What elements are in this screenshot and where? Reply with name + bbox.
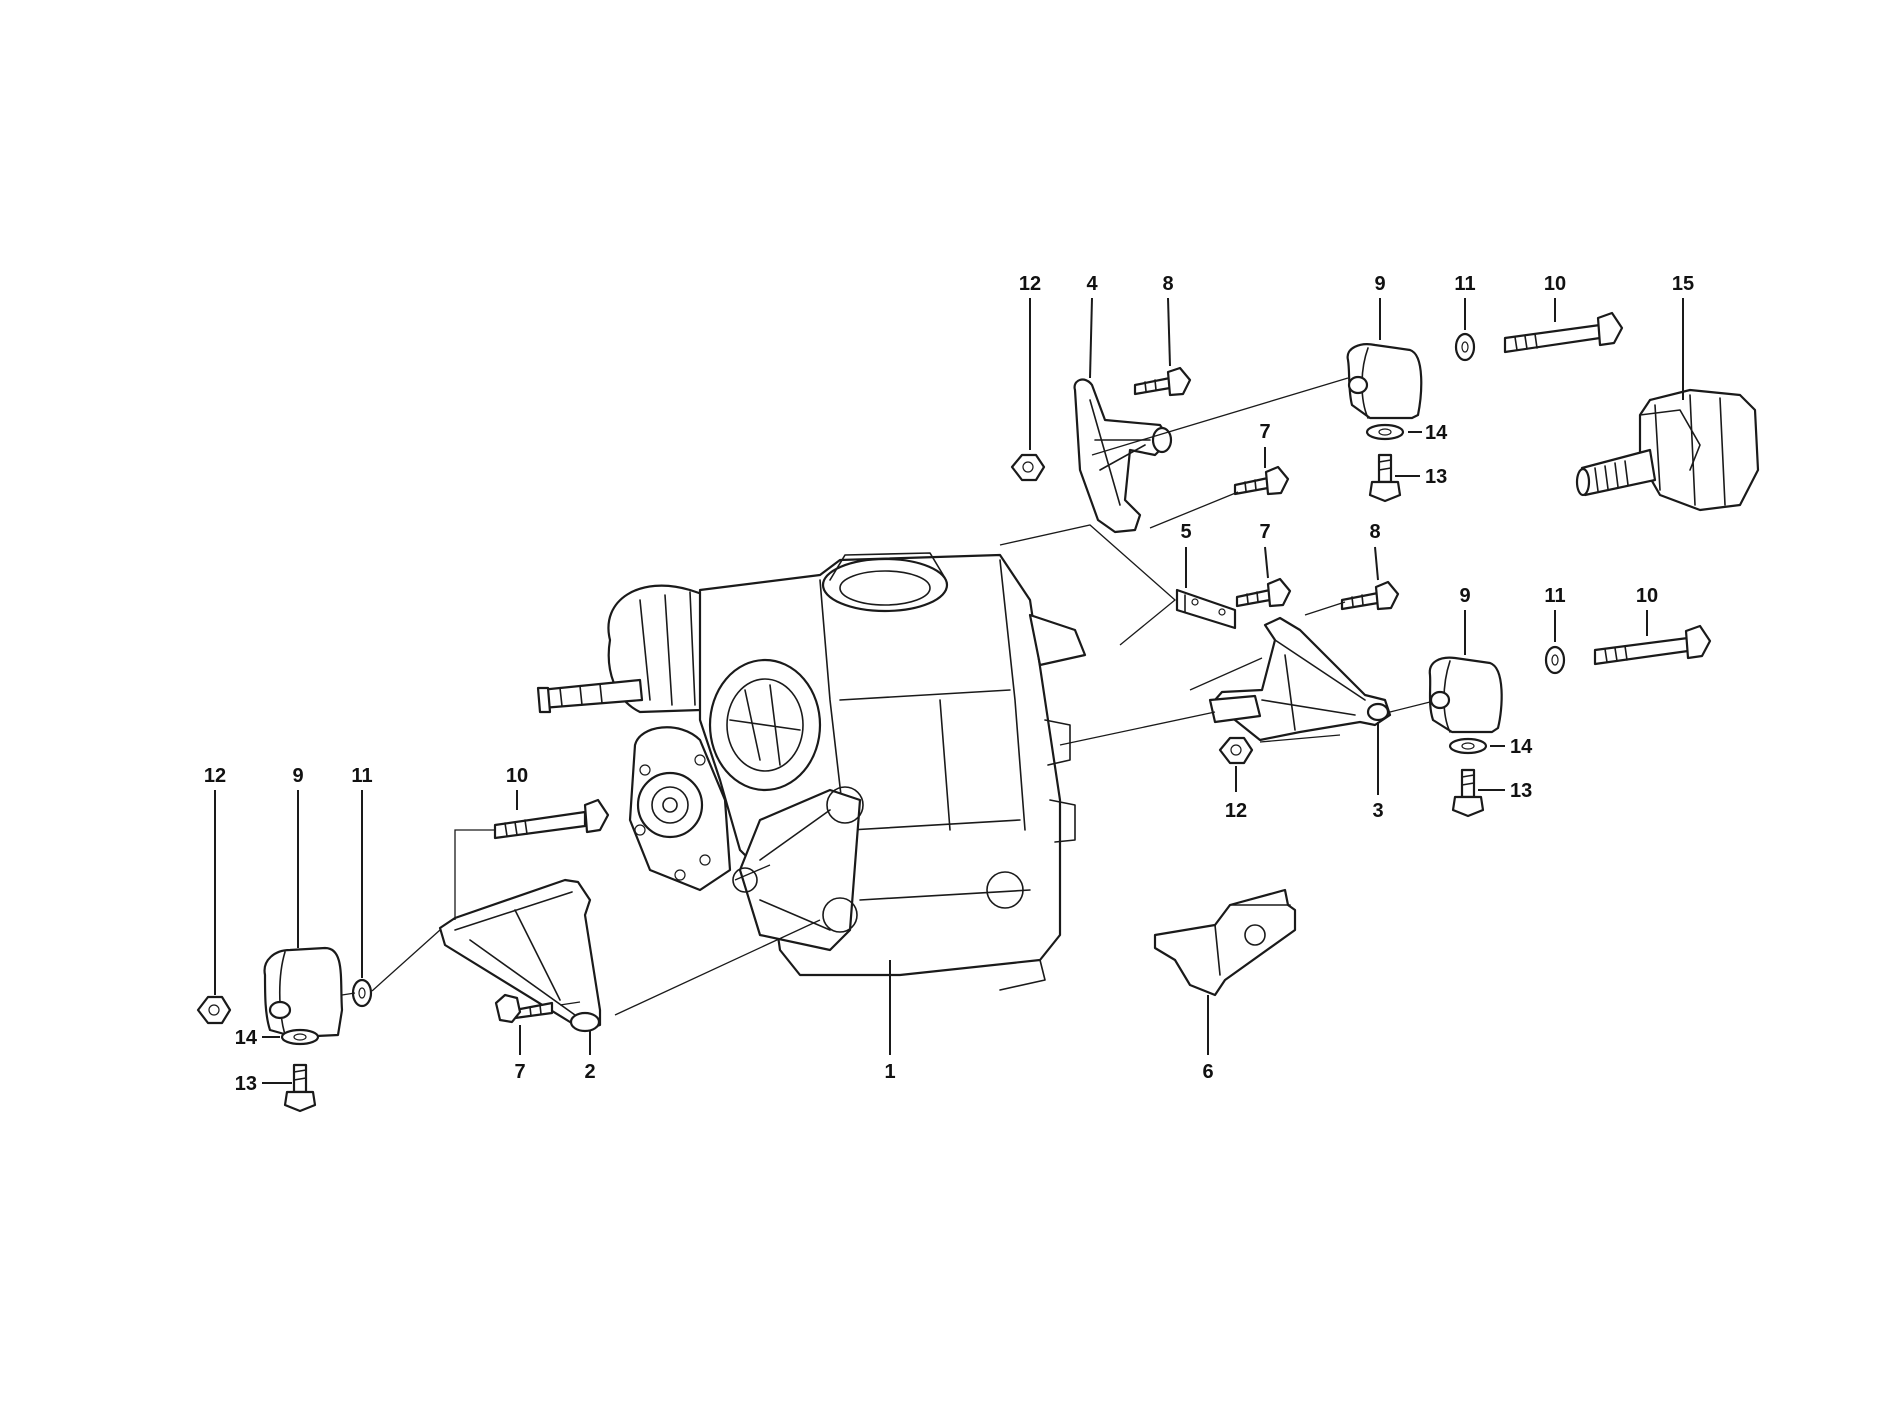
callout-13-left: 13 bbox=[235, 1073, 257, 1095]
top-bolt-13 bbox=[1368, 453, 1402, 503]
callout-11-mid: 11 bbox=[1544, 585, 1565, 607]
middle-bolt-7 bbox=[1235, 577, 1292, 608]
callout-12-top: 12 bbox=[1019, 273, 1041, 295]
top-washer-14 bbox=[1365, 423, 1405, 441]
middle-nut bbox=[1218, 736, 1254, 765]
left-washer-lower bbox=[280, 1028, 320, 1046]
top-bolt-7 bbox=[1233, 465, 1290, 496]
callout-15: 15 bbox=[1672, 273, 1694, 295]
callout-10-left: 10 bbox=[506, 765, 528, 787]
callout-9-left: 9 bbox=[292, 765, 303, 787]
top-washer bbox=[1454, 332, 1476, 362]
left-nut bbox=[196, 995, 232, 1025]
guide-lines bbox=[341, 377, 1431, 1016]
middle-washer bbox=[1544, 645, 1566, 675]
left-bolt-short bbox=[494, 993, 554, 1024]
left-mount-bracket bbox=[438, 878, 602, 1033]
callout-7-top: 7 bbox=[1259, 421, 1270, 443]
left-bolt-vertical bbox=[283, 1063, 317, 1113]
callout-11-top: 11 bbox=[1454, 273, 1475, 295]
middle-rubber-mount bbox=[1428, 656, 1503, 734]
callout-13-mid: 13 bbox=[1510, 780, 1532, 802]
callout-14-top: 14 bbox=[1425, 422, 1448, 444]
callout-7-left: 7 bbox=[514, 1061, 525, 1083]
callout-12-left: 12 bbox=[204, 765, 226, 787]
callout-2: 2 bbox=[584, 1061, 595, 1083]
top-mount-bracket bbox=[1073, 378, 1173, 534]
callout-4: 4 bbox=[1086, 273, 1098, 295]
middle-bolt-8 bbox=[1340, 580, 1400, 611]
output-shaft-assembly bbox=[1575, 388, 1760, 512]
top-nut bbox=[1010, 453, 1046, 482]
lower-shield-bracket bbox=[1153, 888, 1297, 997]
callout-1: 1 bbox=[884, 1061, 895, 1083]
callout-14-mid: 14 bbox=[1510, 736, 1533, 758]
leader-lines bbox=[214, 297, 1684, 1084]
callout-14-left: 14 bbox=[235, 1027, 258, 1049]
callout-3: 3 bbox=[1372, 800, 1383, 822]
left-rubber-mount bbox=[263, 946, 344, 1039]
callout-8-top: 8 bbox=[1162, 273, 1173, 295]
top-bolt-8 bbox=[1133, 366, 1192, 397]
left-washer bbox=[351, 978, 373, 1008]
callout-8-mid: 8 bbox=[1369, 521, 1380, 543]
callout-7-mid: 7 bbox=[1259, 521, 1270, 543]
callout-labels: 12 4 8 9 11 10 15 14 7 13 5 7 8 9 11 10 … bbox=[204, 273, 1694, 1095]
callout-9-top: 9 bbox=[1374, 273, 1385, 295]
callout-9-mid: 9 bbox=[1459, 585, 1470, 607]
callout-13-top: 13 bbox=[1425, 466, 1447, 488]
callout-10-mid: 10 bbox=[1636, 585, 1658, 607]
left-bolt-long bbox=[493, 798, 610, 840]
top-rubber-mount bbox=[1346, 343, 1423, 420]
middle-bolt-long bbox=[1593, 624, 1712, 666]
callout-6: 6 bbox=[1202, 1061, 1213, 1083]
callout-5: 5 bbox=[1180, 521, 1191, 543]
middle-mount-bracket bbox=[1208, 616, 1392, 742]
middle-bolt-13 bbox=[1451, 768, 1485, 818]
top-bolt-long bbox=[1503, 311, 1624, 354]
middle-washer-14 bbox=[1448, 737, 1488, 755]
callout-11-left: 11 bbox=[351, 765, 372, 787]
middle-bracket-plate bbox=[1175, 588, 1237, 630]
callout-10-top: 10 bbox=[1544, 273, 1566, 295]
transfer-case-housing bbox=[536, 552, 1087, 991]
callout-12-mid: 12 bbox=[1225, 800, 1247, 822]
